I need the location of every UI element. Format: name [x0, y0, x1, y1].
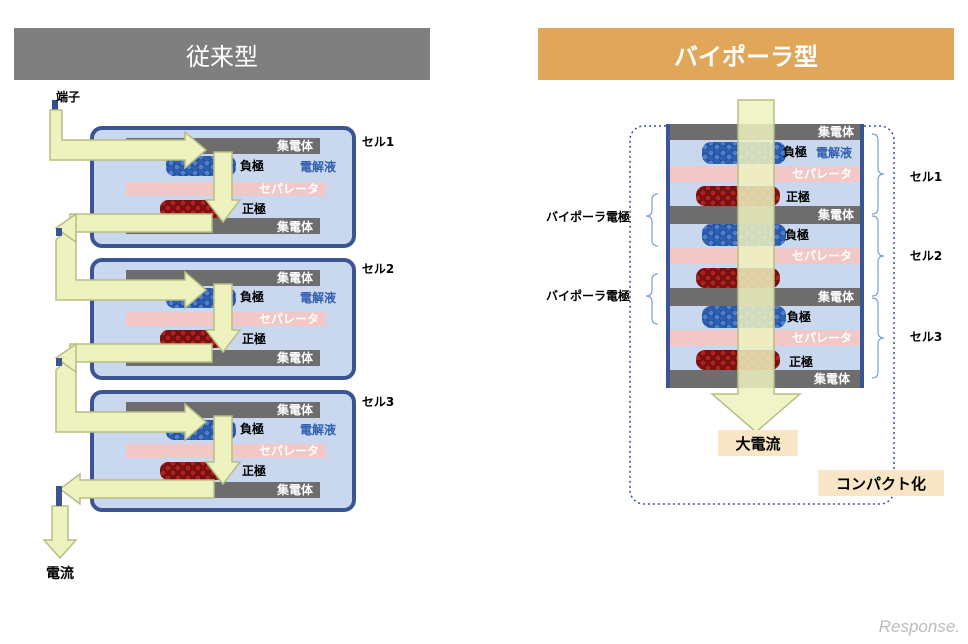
- compact-label: コンパクト化: [836, 475, 926, 493]
- electrolyte-label: 電解液: [300, 159, 336, 174]
- watermark-text: Response.: [879, 617, 960, 636]
- positive-label: 正極: [789, 354, 813, 369]
- positive-label: 正極: [242, 463, 266, 478]
- bipolar-electrode-label: バイポーラ電極: [546, 288, 630, 303]
- conventional-title: 従来型: [14, 28, 430, 80]
- large-current-label: 大電流: [735, 435, 780, 453]
- electrolyte-label: 電解液: [300, 290, 336, 305]
- separator-label: セパレータ: [792, 331, 852, 345]
- negative-label: 負極: [783, 144, 807, 159]
- terminal-stub: [52, 100, 58, 114]
- collector-label: 集電体: [276, 138, 314, 153]
- separator-label: セパレータ: [259, 312, 319, 326]
- bipolar-electrode-label: バイポーラ電極: [546, 209, 630, 224]
- negative-label: 負極: [785, 227, 809, 242]
- cell-name-label: セル3: [910, 330, 942, 344]
- collector-label: 集電体: [276, 270, 314, 285]
- electrolyte-label: 電解液: [816, 145, 852, 160]
- electrolyte-label: 電解液: [300, 422, 336, 437]
- collector-label: 集電体: [276, 482, 314, 497]
- collector-label: 集電体: [276, 219, 314, 234]
- positive-label: 正極: [786, 189, 810, 204]
- positive-label: 正極: [242, 331, 266, 346]
- collector-label: 集電体: [813, 371, 851, 386]
- negative-label: 負極: [787, 309, 811, 324]
- collector-label: 集電体: [817, 124, 855, 139]
- cell-name-label: セル3: [362, 395, 394, 409]
- current-flow-arrows: [42, 109, 242, 560]
- cell-name-label: セル2: [362, 262, 394, 276]
- bipolar-diagram: [629, 99, 944, 505]
- separator-label: セパレータ: [792, 249, 852, 263]
- conventional-diagram: [42, 100, 356, 560]
- bipolar-braces: [645, 193, 659, 325]
- negative-label: 負極: [240, 421, 264, 436]
- collector-label: 集電体: [817, 289, 855, 304]
- cell-braces: [871, 133, 885, 379]
- negative-label: 負極: [240, 289, 264, 304]
- separator-label: セパレータ: [259, 444, 319, 458]
- cell-name-label: セル1: [362, 135, 394, 149]
- positive-label: 正極: [242, 201, 266, 216]
- compact-label-box: [818, 470, 944, 496]
- bipolar-title: バイポーラ型: [538, 28, 954, 80]
- cell-name-label: セル2: [910, 249, 942, 263]
- collector-label: 集電体: [817, 207, 855, 222]
- large-current-arrow: [709, 99, 803, 433]
- terminal-label: 端子: [56, 89, 80, 104]
- separator-label: セパレータ: [259, 182, 319, 196]
- current-label: 電流: [46, 565, 74, 582]
- collector-label: 集電体: [276, 350, 314, 365]
- separator-label: セパレータ: [792, 167, 852, 181]
- negative-label: 負極: [240, 158, 264, 173]
- cell-name-label: セル1: [910, 170, 942, 184]
- current-label-box: [718, 430, 798, 456]
- collector-label: 集電体: [276, 402, 314, 417]
- cell-connectors: [56, 228, 62, 506]
